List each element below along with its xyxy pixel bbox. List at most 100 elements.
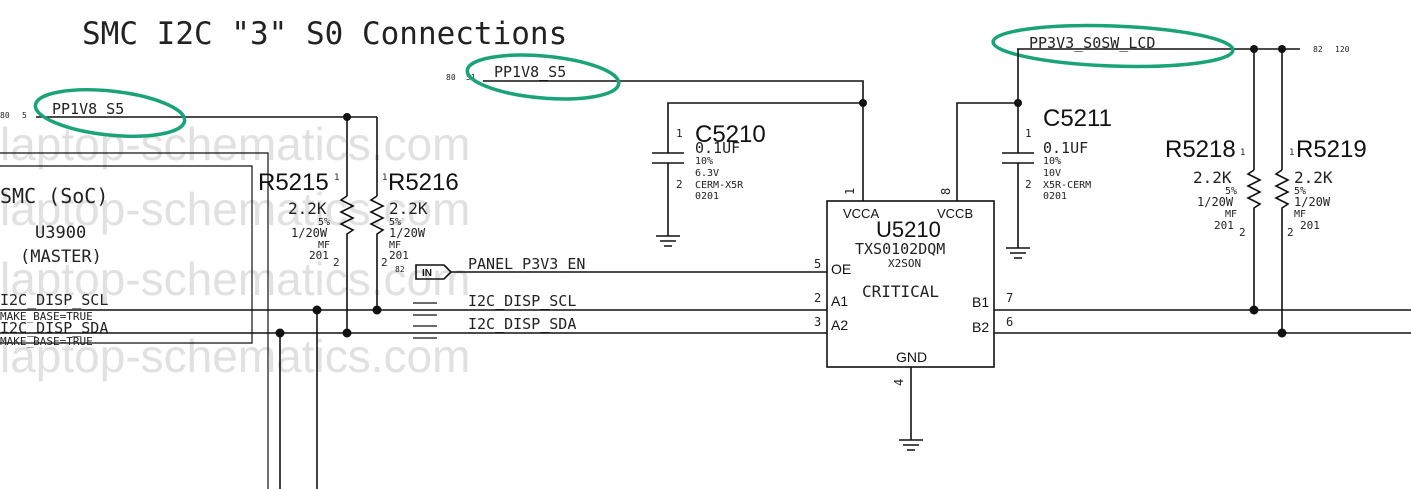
net-label-scl: I2C_DISP_SCL xyxy=(468,292,576,310)
r5216-power: 1/20W xyxy=(389,226,426,240)
ic-pin-gnd: GND xyxy=(896,349,927,365)
page-title: SMC I2C "3" S0 Connections xyxy=(82,16,567,52)
r5219-ref: R5219 xyxy=(1296,136,1367,163)
ic-pin-vccb: VCCB xyxy=(937,206,973,221)
ic-pin-oe: OE xyxy=(831,261,851,277)
r5219-type: MF xyxy=(1294,209,1306,220)
smc-block xyxy=(0,165,253,344)
c5210-tol: 10% xyxy=(695,156,713,167)
resistor-r5215-symbol xyxy=(339,195,355,335)
smc-scl-pin: I2C_DISP_SCL xyxy=(0,291,108,309)
junction-dot xyxy=(343,113,351,121)
r5218-power: 1/20W xyxy=(1197,195,1234,209)
port-direction: IN xyxy=(422,268,432,279)
junction-dot xyxy=(1249,305,1259,315)
capacitor-c5211-symbol xyxy=(1002,152,1034,164)
r5216-type: MF xyxy=(389,240,401,251)
highlight-oval xyxy=(465,53,621,101)
pin-number: 6 xyxy=(1006,315,1013,329)
smc-name: SMC (SoC) xyxy=(0,184,108,208)
r5219-tol: 5% xyxy=(1294,186,1306,197)
r5218-tol: 5% xyxy=(1225,186,1237,197)
c5210-voltage: 6.3V xyxy=(695,168,719,179)
pin-number: 7 xyxy=(1006,291,1013,305)
ic-part: TXS0102DQM xyxy=(855,240,945,258)
smc-scl-attr: MAKE_BASE=TRUE xyxy=(0,310,93,323)
watermark-text: laptop-schematics.com xyxy=(0,330,470,382)
smc-outer-frame xyxy=(0,152,269,489)
r5218-pkg: 201 xyxy=(1214,219,1234,232)
pin-number: 1 xyxy=(1025,127,1032,140)
watermark-text: laptop-schematics.com xyxy=(0,183,470,235)
pin-number: 5 xyxy=(814,257,821,271)
pin-number: 1 xyxy=(1289,148,1294,158)
watermark-text: laptop-schematics.com xyxy=(0,118,470,170)
pin-number: 1 xyxy=(334,173,339,183)
r5216-value: 2.2K xyxy=(389,199,428,218)
c5211-dielectric: X5R-CERM xyxy=(1043,180,1091,191)
r5215-value: 2.2K xyxy=(288,199,327,218)
highlight-oval xyxy=(991,23,1235,69)
junction-dot xyxy=(1014,99,1022,107)
pin-number: 8 xyxy=(939,188,953,195)
c5211-ref: C5211 xyxy=(1043,105,1112,132)
r5219-power: 1/20W xyxy=(1294,195,1331,209)
pin-number: 2 xyxy=(333,256,340,269)
r5215-type: MF xyxy=(318,240,330,251)
pin-number: 1 xyxy=(382,173,387,183)
watermark-text: laptop-schematics.com xyxy=(0,253,470,305)
smc-sda-attr: MAKE_BASE=TRUE xyxy=(0,335,93,348)
r5218-ref: R5218 xyxy=(1165,136,1236,163)
net-label-pp1v8-left: PP1V8_S5 xyxy=(52,100,124,118)
ic-pin-a2: A2 xyxy=(831,317,848,333)
pin-number: 2 xyxy=(676,178,683,191)
r5215-power: 1/20W xyxy=(291,226,328,240)
pin-number: 1 xyxy=(843,188,857,195)
resistor-r5218-symbol xyxy=(1246,169,1262,310)
wire xyxy=(956,102,1018,201)
ic-pin-b1: B1 xyxy=(972,294,989,310)
c5211-pkg: 0201 xyxy=(1043,191,1067,202)
pin-number: 4 xyxy=(892,379,906,386)
watermark: laptop-schematics.com laptop-schematics.… xyxy=(0,118,470,382)
ic-pin-a1: A1 xyxy=(831,293,848,309)
r5216-pkg: 201 xyxy=(389,249,409,262)
pin-number: 2 xyxy=(381,256,388,269)
junction-dot xyxy=(275,328,285,338)
c5210-pkg: 0201 xyxy=(695,191,719,202)
wire xyxy=(667,102,863,153)
ic-pin-vcca: VCCA xyxy=(843,206,879,221)
smc-role: (MASTER) xyxy=(20,247,102,267)
smc-ref: U3900 xyxy=(35,223,86,243)
c5210-ref: C5210 xyxy=(695,121,766,148)
rail-ref: 5 xyxy=(22,111,27,120)
pin-number: 2 xyxy=(1239,226,1246,239)
net-label-pp3v3: PP3V3_S0SW_LCD xyxy=(1029,34,1155,52)
c5210-dielectric: CERM-X5R xyxy=(695,180,744,191)
pin-number: 3 xyxy=(814,315,821,329)
resistor-r5219-symbol xyxy=(1274,169,1290,333)
rail-ref: 82 xyxy=(1313,45,1323,54)
ic-pkg: X2SON xyxy=(888,257,921,270)
r5219-value: 2.2K xyxy=(1294,168,1333,187)
net-break-marks xyxy=(413,302,437,339)
c5211-tol: 10% xyxy=(1043,156,1061,167)
c5211-voltage: 10V xyxy=(1043,168,1061,179)
junction-dot xyxy=(1277,328,1287,338)
c5211-value: 0.1UF xyxy=(1043,139,1088,157)
pin-number: 1 xyxy=(1240,148,1245,158)
junction-dot xyxy=(342,328,352,338)
rail-ref: 80 xyxy=(0,111,10,120)
port-ref: 82 xyxy=(395,265,405,274)
r5215-ref: R5215 xyxy=(258,169,329,196)
ic-pin-b2: B2 xyxy=(972,319,989,335)
input-port-marker xyxy=(415,264,453,280)
r5215-tol: 5% xyxy=(318,217,330,228)
ic-u5210-body xyxy=(826,200,995,368)
r5216-ref: R5216 xyxy=(388,169,459,196)
junction-dot xyxy=(312,305,322,315)
ground-symbol xyxy=(899,439,923,451)
ground-symbol xyxy=(1006,247,1030,259)
pin-number: 1 xyxy=(676,127,683,140)
